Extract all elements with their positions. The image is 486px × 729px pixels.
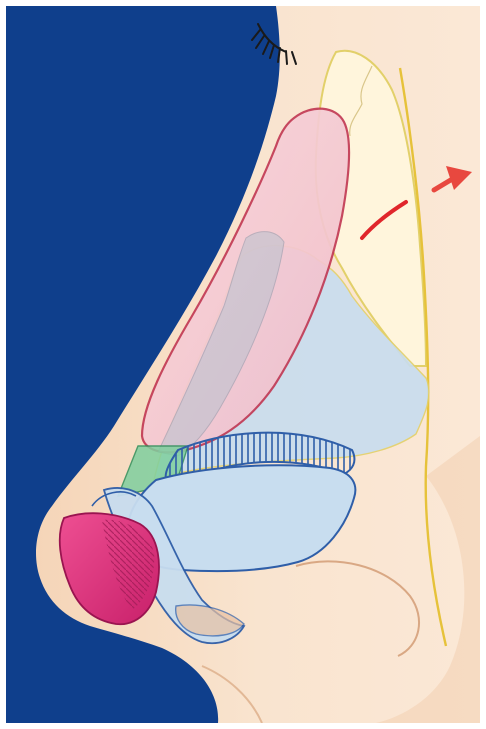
- nose-anatomy-illustration: [6, 6, 480, 723]
